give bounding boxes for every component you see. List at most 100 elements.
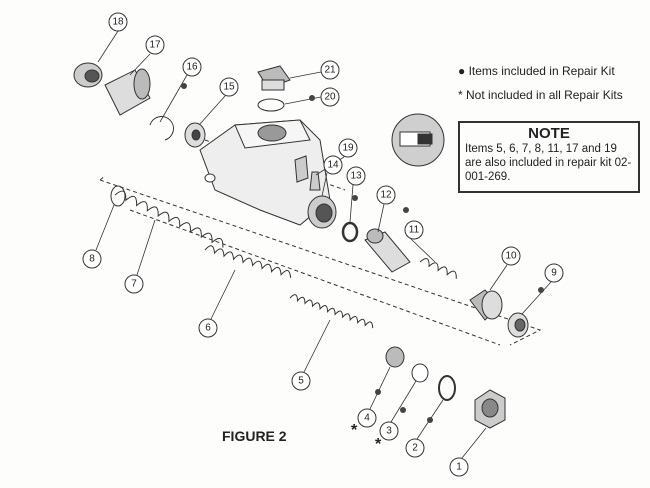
callout-circle bbox=[404, 220, 424, 240]
asterisk-icon: * bbox=[458, 88, 463, 102]
callout-4: 4 bbox=[357, 408, 377, 428]
part-21-filler-cap bbox=[257, 65, 291, 91]
callout-9: 9 bbox=[544, 263, 564, 283]
callout-number: 17 bbox=[149, 40, 161, 51]
callout-number: 14 bbox=[327, 160, 339, 171]
callout-circle bbox=[124, 274, 144, 294]
callout-circle bbox=[501, 246, 521, 266]
part-17-piston bbox=[104, 68, 151, 116]
callout-circle bbox=[182, 57, 202, 77]
callout-circle bbox=[405, 438, 425, 458]
note-box: NOTE Items 5, 6, 7, 8, 11, 17 and 19 are… bbox=[458, 121, 640, 193]
callout-number: 15 bbox=[223, 82, 235, 93]
callout-circle bbox=[198, 318, 218, 338]
callout-number: 2 bbox=[412, 443, 418, 454]
callout-number: 5 bbox=[298, 376, 304, 387]
callout-1: 1 bbox=[449, 457, 469, 477]
callout-circle bbox=[108, 12, 128, 32]
note-title: NOTE bbox=[528, 125, 570, 142]
asterisk-mark-4: * bbox=[351, 422, 358, 439]
note-body: Items 5, 6, 7, 8, 11, 17 and 19 are also… bbox=[465, 143, 632, 183]
legend-asterisk-text: Not included in all Repair Kits bbox=[466, 88, 623, 102]
callout-7: 7 bbox=[124, 274, 144, 294]
callout-number: 16 bbox=[186, 62, 198, 73]
kit-dot-3 bbox=[400, 407, 406, 413]
part-8-retainer bbox=[110, 185, 126, 207]
seal-detail-inset bbox=[391, 113, 445, 167]
callout-18: 18 bbox=[108, 12, 128, 32]
callout-8: 8 bbox=[82, 249, 102, 269]
part-19-bleeder bbox=[309, 171, 321, 191]
master-cylinder-housing bbox=[199, 119, 337, 229]
callout-circle bbox=[346, 166, 366, 186]
kit-dot-9 bbox=[538, 287, 544, 293]
part-13-o-ring bbox=[341, 221, 359, 243]
callout-number: 7 bbox=[131, 279, 137, 290]
kit-dot-13 bbox=[352, 195, 358, 201]
callout-21: 21 bbox=[320, 60, 340, 80]
callout-6: 6 bbox=[198, 318, 218, 338]
callout-circle bbox=[82, 249, 102, 269]
callout-number: 4 bbox=[364, 413, 370, 424]
callout-number: 8 bbox=[89, 254, 95, 265]
callout-19: 19 bbox=[338, 138, 358, 158]
callout-number: 10 bbox=[505, 251, 517, 262]
figure-label: FIGURE 2 bbox=[222, 428, 287, 444]
callout-14: 14 bbox=[323, 155, 343, 175]
callout-circle bbox=[145, 35, 165, 55]
kit-dot-4 bbox=[375, 389, 381, 395]
callout-number: 18 bbox=[112, 17, 124, 28]
callout-3: 3 bbox=[379, 421, 399, 441]
part-5-spring bbox=[289, 294, 374, 329]
part-15-washer bbox=[184, 122, 206, 148]
part-2-o-ring bbox=[438, 375, 456, 401]
callout-number: 13 bbox=[350, 171, 362, 182]
asterisk-mark-3: * bbox=[375, 436, 382, 453]
callout-number: 12 bbox=[380, 190, 392, 201]
callout-circle bbox=[379, 421, 399, 441]
part-9-seal bbox=[507, 312, 529, 338]
part-16-snap-ring bbox=[149, 116, 174, 141]
legend-dot-text: Items included in Repair Kit bbox=[468, 64, 615, 78]
callout-circle bbox=[449, 457, 469, 477]
callout-13: 13 bbox=[346, 166, 366, 186]
callout-16: 16 bbox=[182, 57, 202, 77]
callout-10: 10 bbox=[501, 246, 521, 266]
legend-dot-item: ● Items included in Repair Kit bbox=[458, 64, 615, 78]
callout-circle bbox=[357, 408, 377, 428]
part-4-valve bbox=[385, 346, 405, 368]
legend-asterisk-item: * Not included in all Repair Kits bbox=[458, 88, 623, 102]
dot-icon: ● bbox=[458, 64, 466, 78]
kit-dot-20 bbox=[309, 95, 315, 101]
part-6-spring bbox=[204, 245, 292, 278]
part-12-primary-piston bbox=[364, 228, 411, 273]
part-11-spring bbox=[419, 257, 457, 279]
callout-number: 9 bbox=[551, 268, 557, 279]
leader-lines bbox=[95, 30, 552, 459]
callout-5: 5 bbox=[291, 371, 311, 391]
part-1-end-plug bbox=[474, 389, 506, 429]
callout-11: 11 bbox=[404, 220, 424, 240]
part-3-washer bbox=[411, 363, 429, 383]
callout-circle bbox=[544, 263, 564, 283]
part-18-boot bbox=[73, 62, 103, 88]
callout-number: 1 bbox=[456, 462, 462, 473]
kit-dot-2 bbox=[427, 417, 433, 423]
callout-15: 15 bbox=[219, 77, 239, 97]
kit-dot-16 bbox=[181, 83, 187, 89]
callout-12: 12 bbox=[376, 185, 396, 205]
callout-number: 20 bbox=[324, 92, 336, 103]
callout-circle bbox=[219, 77, 239, 97]
callout-number: 3 bbox=[386, 426, 392, 437]
callout-20: 20 bbox=[320, 87, 340, 107]
callout-circle bbox=[291, 371, 311, 391]
callout-17: 17 bbox=[145, 35, 165, 55]
callout-number: 6 bbox=[205, 323, 211, 334]
callout-circle bbox=[323, 155, 343, 175]
part-7-spring bbox=[114, 190, 224, 248]
part-20-gasket bbox=[257, 98, 285, 112]
part-10-cup bbox=[469, 289, 503, 321]
